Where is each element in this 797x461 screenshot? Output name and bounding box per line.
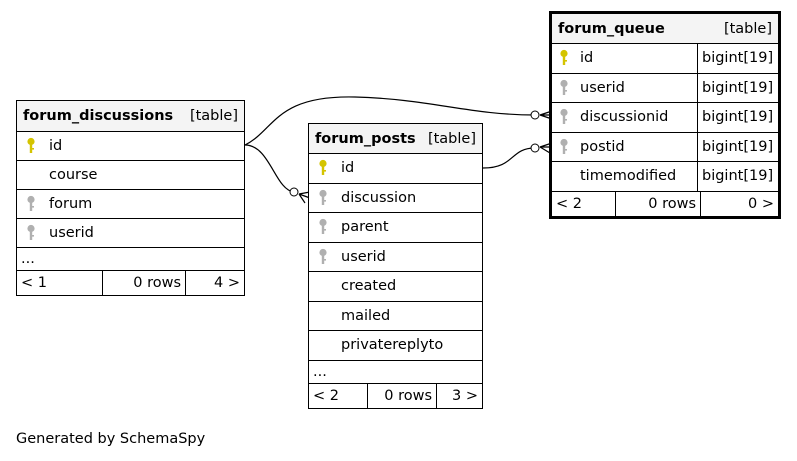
- foreign-key-icon: [309, 189, 337, 207]
- column-row-id[interactable]: id: [17, 132, 244, 161]
- generated-by-caption: Generated by SchemaSpy: [16, 431, 206, 447]
- column-name[interactable]: userid: [341, 248, 386, 265]
- column-row-userid[interactable]: userid: [309, 243, 482, 272]
- column-name[interactable]: course: [49, 167, 98, 183]
- row-count: 0 rows: [367, 383, 436, 408]
- column-type: bigint[19]: [697, 44, 778, 73]
- foreign-key-icon: [552, 138, 576, 156]
- edge-discussions-queue-optional: [530, 110, 540, 120]
- column-name[interactable]: privatereplyto: [341, 337, 444, 354]
- table-name[interactable]: forum_discussions: [23, 108, 174, 124]
- parents-count[interactable]: < 2: [556, 195, 582, 212]
- foreign-key-icon: [17, 195, 45, 213]
- edge-posts-queue: [482, 147, 536, 169]
- table-forum-posts[interactable]: forum_posts [table] id discussion parent us…: [308, 123, 483, 409]
- parents-count[interactable]: < 2: [313, 387, 339, 404]
- column-type: bigint[19]: [697, 103, 778, 132]
- table-kind: [table]: [427, 130, 476, 147]
- column-row-forum[interactable]: forum: [17, 190, 244, 219]
- edge-discussions-posts: [244, 144, 295, 193]
- table-kind: [table]: [723, 20, 772, 37]
- table-footer: < 2 0 rows 0 >: [552, 191, 778, 216]
- table-footer: < 2 0 rows 3 >: [309, 383, 482, 408]
- column-name[interactable]: forum: [49, 196, 93, 212]
- column-name[interactable]: postid: [580, 138, 625, 155]
- column-row-userid[interactable]: userid bigint[19]: [552, 73, 778, 103]
- column-name[interactable]: mailed: [341, 307, 391, 324]
- column-row-course[interactable]: course: [17, 161, 244, 190]
- table-forum-queue[interactable]: forum_queue [table] id bigint[19] userid bi…: [549, 11, 781, 219]
- column-name[interactable]: userid: [580, 79, 625, 96]
- column-name[interactable]: discussionid: [580, 109, 669, 126]
- edge-discussions-queue: [244, 96, 536, 146]
- foreign-key-icon: [552, 108, 576, 126]
- more-columns: ...: [17, 248, 244, 271]
- table-header[interactable]: forum_discussions [table]: [17, 101, 244, 132]
- more-columns: ...: [309, 361, 482, 384]
- edge-discussions-posts-optional: [289, 187, 299, 197]
- edge-posts-queue-optional: [530, 143, 540, 153]
- column-row-id[interactable]: id bigint[19]: [552, 44, 778, 74]
- column-name[interactable]: id: [580, 50, 594, 67]
- column-name[interactable]: id: [341, 160, 355, 177]
- table-kind: [table]: [189, 108, 238, 124]
- column-name[interactable]: created: [341, 278, 397, 295]
- children-count[interactable]: 3 >: [436, 383, 482, 408]
- column-type: bigint[19]: [697, 73, 778, 102]
- parents-count[interactable]: < 1: [21, 275, 47, 291]
- table-forum-discussions[interactable]: forum_discussions [table] id course forum u…: [16, 100, 245, 296]
- foreign-key-icon: [309, 218, 337, 236]
- column-row-timemodified[interactable]: timemodified bigint[19]: [552, 162, 778, 192]
- column-type: bigint[19]: [697, 162, 778, 191]
- column-row-discussion[interactable]: discussion: [309, 184, 482, 213]
- table-header[interactable]: forum_posts [table]: [309, 124, 482, 154]
- column-name[interactable]: userid: [49, 225, 94, 241]
- column-name[interactable]: discussion: [341, 189, 417, 206]
- row-count: 0 rows: [615, 191, 700, 216]
- column-row-mailed[interactable]: mailed: [309, 302, 482, 331]
- column-row-created[interactable]: created: [309, 272, 482, 302]
- column-row-id[interactable]: id: [309, 154, 482, 184]
- column-row-privatereplyto[interactable]: privatereplyto: [309, 331, 482, 361]
- table-header[interactable]: forum_queue [table]: [552, 14, 778, 44]
- column-row-discussionid[interactable]: discussionid bigint[19]: [552, 103, 778, 133]
- column-row-postid[interactable]: postid bigint[19]: [552, 132, 778, 162]
- foreign-key-icon: [552, 79, 576, 97]
- primary-key-icon: [552, 49, 576, 67]
- column-name[interactable]: parent: [341, 219, 389, 236]
- column-name[interactable]: timemodified: [580, 168, 677, 185]
- column-row-userid[interactable]: userid: [17, 219, 244, 248]
- column-name[interactable]: id: [49, 138, 63, 154]
- table-name[interactable]: forum_posts: [315, 130, 416, 147]
- foreign-key-icon: [17, 224, 45, 242]
- column-row-parent[interactable]: parent: [309, 213, 482, 243]
- foreign-key-icon: [309, 248, 337, 266]
- primary-key-icon: [17, 137, 45, 155]
- children-count[interactable]: 4 >: [185, 271, 244, 295]
- primary-key-icon: [309, 159, 337, 177]
- table-name[interactable]: forum_queue: [558, 20, 665, 37]
- row-count: 0 rows: [102, 271, 185, 295]
- children-count[interactable]: 0 >: [700, 191, 778, 216]
- table-footer: < 1 0 rows 4 >: [17, 271, 244, 295]
- column-type: bigint[19]: [697, 132, 778, 161]
